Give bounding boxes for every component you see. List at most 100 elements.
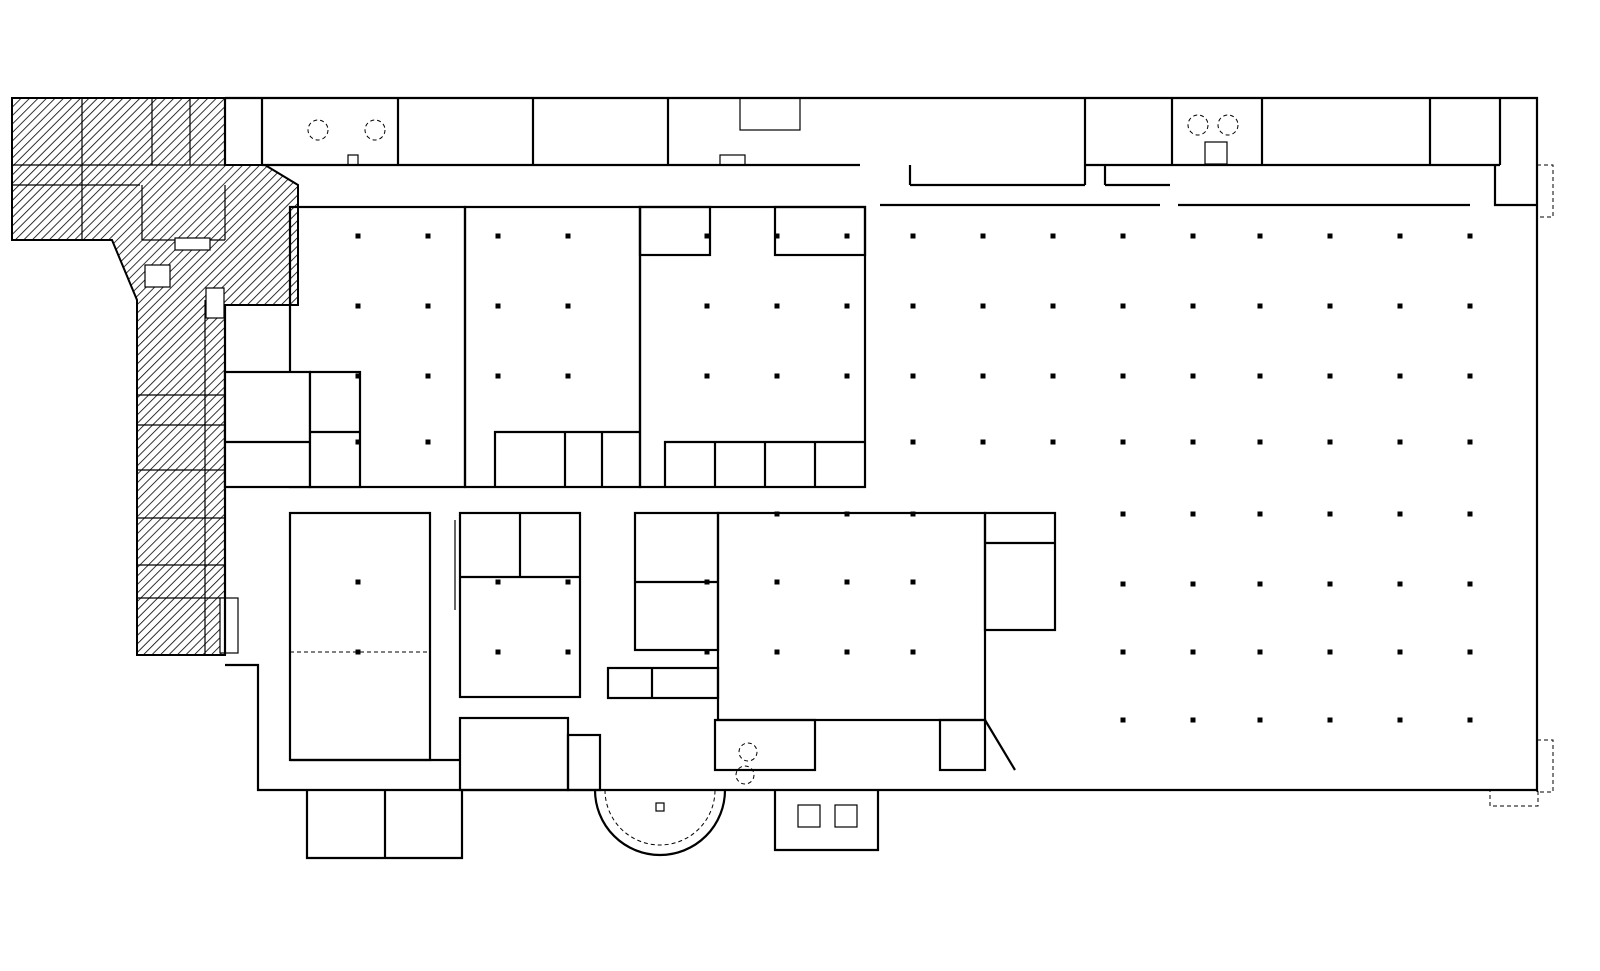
column [844, 649, 850, 655]
column [1467, 303, 1473, 309]
column [1397, 581, 1403, 587]
column [1050, 303, 1056, 309]
column [1467, 373, 1473, 379]
exterior-annexes [305, 790, 880, 860]
column [1190, 649, 1196, 655]
column [355, 303, 361, 309]
column [1327, 303, 1333, 309]
column [1467, 717, 1473, 723]
column [910, 649, 916, 655]
restroom-fixtures [307, 114, 1239, 785]
column [1120, 581, 1126, 587]
hatched-zone [11, 97, 299, 656]
column [495, 303, 501, 309]
column [565, 233, 571, 239]
column [1190, 373, 1196, 379]
column [355, 233, 361, 239]
column [1190, 581, 1196, 587]
column [495, 649, 501, 655]
column [1467, 581, 1473, 587]
column [1050, 373, 1056, 379]
column [1257, 373, 1263, 379]
column [910, 439, 916, 445]
column [355, 649, 361, 655]
column [1327, 581, 1333, 587]
column [980, 233, 986, 239]
column [1120, 373, 1126, 379]
column [1397, 303, 1403, 309]
column [1467, 511, 1473, 517]
column [1257, 649, 1263, 655]
column [774, 303, 780, 309]
central-blocks [223, 205, 867, 489]
column [1257, 511, 1263, 517]
column [1257, 303, 1263, 309]
column [1120, 511, 1126, 517]
column [1257, 233, 1263, 239]
column [565, 303, 571, 309]
column [1327, 233, 1333, 239]
column [704, 373, 710, 379]
main-entrance [593, 789, 727, 857]
column [565, 649, 571, 655]
column [1257, 581, 1263, 587]
column [425, 439, 431, 445]
column [1327, 511, 1333, 517]
column [704, 233, 710, 239]
column [1120, 303, 1126, 309]
column [844, 373, 850, 379]
column [844, 303, 850, 309]
column [1190, 717, 1196, 723]
column [1397, 649, 1403, 655]
column [774, 649, 780, 655]
column [704, 303, 710, 309]
column [1397, 717, 1403, 723]
column [1467, 439, 1473, 445]
column [910, 303, 916, 309]
column [910, 233, 916, 239]
column [910, 373, 916, 379]
hatched-zone-partitions [12, 98, 239, 655]
column [1050, 439, 1056, 445]
south-blocks [288, 511, 1057, 792]
column [980, 373, 986, 379]
column [1190, 303, 1196, 309]
column [980, 303, 986, 309]
column [1397, 439, 1403, 445]
column [1327, 373, 1333, 379]
column [1257, 439, 1263, 445]
north-offices [260, 97, 1537, 207]
column [980, 439, 986, 445]
column [1397, 511, 1403, 517]
column [1327, 717, 1333, 723]
column [565, 579, 571, 585]
column [1050, 233, 1056, 239]
column [565, 373, 571, 379]
column [1190, 439, 1196, 445]
column [1120, 649, 1126, 655]
column [1397, 233, 1403, 239]
column [774, 233, 780, 239]
column [1467, 649, 1473, 655]
column [704, 649, 710, 655]
column [495, 233, 501, 239]
column [1120, 717, 1126, 723]
structural-columns [355, 233, 1473, 723]
column [1397, 373, 1403, 379]
column [1190, 511, 1196, 517]
column [425, 233, 431, 239]
column [910, 579, 916, 585]
column [355, 579, 361, 585]
column [1327, 649, 1333, 655]
column [495, 373, 501, 379]
column [355, 439, 361, 445]
column [910, 511, 916, 517]
column [774, 373, 780, 379]
column [1190, 233, 1196, 239]
column [844, 511, 850, 517]
column [774, 511, 780, 517]
column [704, 579, 710, 585]
column [495, 579, 501, 585]
column [774, 579, 780, 585]
column [1120, 233, 1126, 239]
